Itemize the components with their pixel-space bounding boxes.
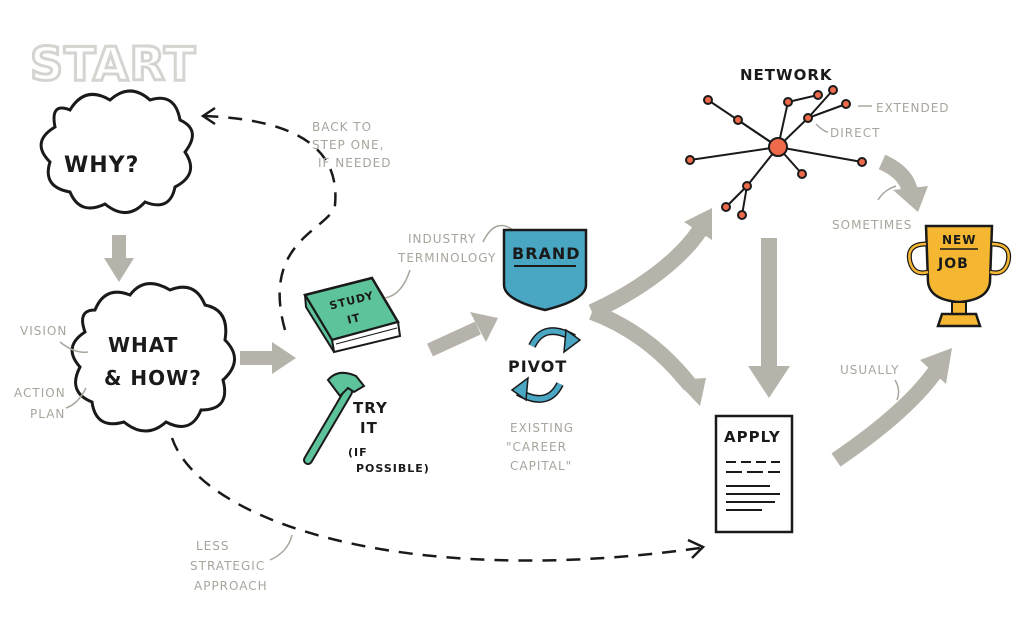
action-note: ACTION [14,386,66,400]
back-to-line1: BACK TO [312,120,372,134]
industry-note-2: TERMINOLOGY [397,251,496,265]
less-strategic-dashed-arrow [170,437,701,562]
arrow-why-what-head [104,258,134,282]
vision-note: VISION [20,324,67,338]
study-book-icon: STUDY IT [303,276,402,354]
less-strategic-arrowhead [687,538,706,559]
less-note-1: LESS [196,539,230,553]
arrow-apply-job-head [920,348,952,384]
arrow-network-job-head [893,186,928,212]
new-label: NEW [942,233,976,247]
pivot-cycle-icon [510,327,582,403]
arrow-network-job [878,154,918,194]
usually-note: USUALLY [840,363,900,377]
existing-note-3: CAPITAL" [510,459,572,473]
usually-pointer [894,379,900,401]
extended-note: EXTENDED [876,101,950,115]
fork-arrows [588,208,712,406]
arrow-apply-job [831,367,942,467]
brand-shield-icon: BRAND [502,228,588,312]
back-dashed-arrow [204,114,337,331]
industry-note-1: INDUSTRY [408,232,476,246]
how-label: & HOW? [104,366,202,390]
brand-label: BRAND [512,244,581,263]
less-note-3: APPROACH [194,579,268,593]
try-possible-label: POSSIBLE) [356,462,430,475]
pivot-label: PIVOT [508,357,567,376]
vision-pointer [59,341,89,354]
industry-pointer-brand [482,224,514,243]
try-label: TRY [353,399,388,417]
arrow-study-brand [427,321,481,357]
direct-note: DIRECT [830,126,880,140]
direct-pointer [815,123,829,133]
network-title: NETWORK [740,66,833,84]
back-arrowhead [200,106,216,126]
back-to-line2: STEP ONE, [312,138,384,152]
why-label: WHY? [64,153,139,178]
arrow-network-apply-head [748,366,790,398]
what-how-cloud: WHAT & HOW? [70,282,236,433]
apply-label: APPLY [724,428,781,446]
what-label: WHAT [108,333,178,357]
arrow-what-study-head [272,342,296,374]
apply-document-icon: APPLY [714,414,794,534]
plan-note: PLAN [30,407,65,421]
less-pointer [269,534,293,561]
try-it-label: IT [360,419,378,437]
why-cloud: WHY? [39,89,194,214]
existing-note-1: EXISTING [510,421,574,435]
arrow-study-brand-head [470,312,498,342]
new-job-trophy-icon: NEW JOB [906,224,1012,328]
study-it-label: IT [346,311,362,327]
sometimes-note: SOMETIMES [832,218,912,232]
hammer-icon [303,371,366,465]
sometimes-pointer [877,185,897,201]
action-pointer [65,387,87,409]
try-if-label: (IF [348,446,368,459]
network-icon [685,85,867,220]
job-label: JOB [937,256,969,272]
existing-note-2: "CAREER [506,440,567,454]
industry-pointer-book [384,269,411,299]
less-note-2: STRATEGIC [190,559,265,573]
back-to-line3: IF NEEDED [318,156,391,170]
start-title: START [30,37,196,91]
